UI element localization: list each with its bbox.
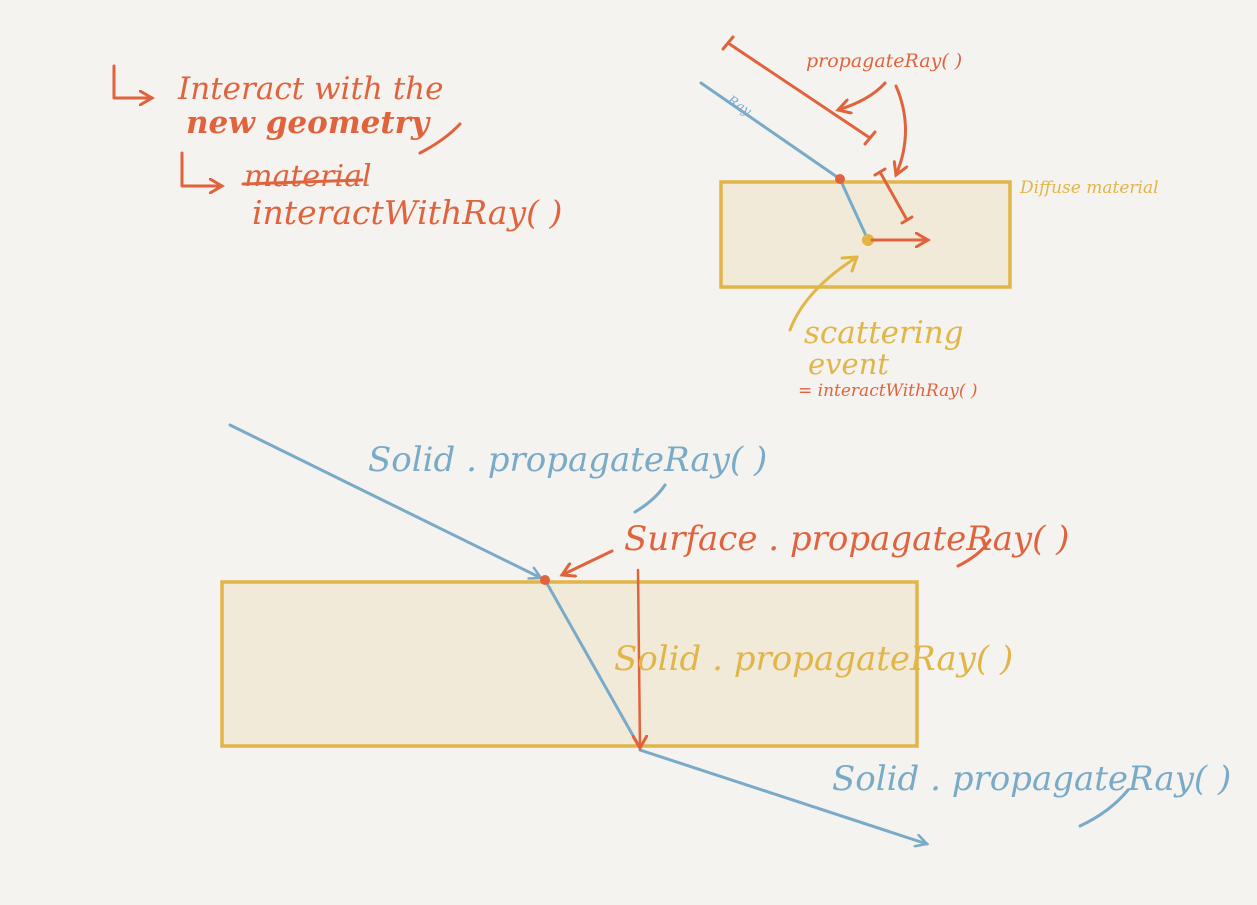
inside-propagate-label: Solid . propagateRay( ) — [614, 639, 1014, 679]
interact-with-ray-label: = interactWithRay( ) — [798, 381, 978, 401]
scattering-point — [862, 234, 874, 246]
scattering-label: scattering — [804, 315, 964, 351]
outgoing-label-underline — [1078, 788, 1130, 828]
note-interact: Interact with the — [178, 71, 444, 107]
refracted-ray — [543, 578, 642, 750]
note-interact-with-ray: interactWithRay( ) — [252, 193, 563, 232]
scatter-pointer-head — [840, 255, 859, 273]
surface-propagate-label: Surface . propagateRay( ) — [624, 519, 1070, 559]
propagate-pointer-right — [896, 84, 906, 175]
strike-through-line — [241, 178, 364, 186]
propagate-interval-short — [873, 167, 914, 225]
note-material: material — [244, 159, 372, 194]
note-new-geometry: new geometry — [186, 105, 430, 141]
surface-pointer-arrow — [562, 549, 614, 575]
step-length-arrow — [638, 568, 640, 748]
outgoing-propagate-label: Solid . propagateRay( ) — [832, 759, 1232, 799]
surface-label-underline — [956, 538, 992, 568]
outgoing-ray-bottom — [638, 748, 927, 844]
surface-hit-point-bottom — [540, 575, 550, 585]
diffuse-material-label: Diffuse material — [1020, 178, 1159, 198]
scatter-pointer — [788, 255, 859, 332]
propagate-pointer-left — [838, 81, 887, 110]
solid-block — [220, 580, 919, 748]
incoming-ray-bottom — [228, 423, 541, 578]
incoming-label-underline — [633, 483, 667, 514]
event-label: event — [808, 347, 890, 381]
incoming-propagate-label: Solid . propagateRay( ) — [368, 440, 768, 480]
geometry-underline — [418, 122, 462, 155]
notes-arrow-2 — [180, 151, 222, 186]
propagate-label: propagateRay( ) — [806, 50, 963, 72]
propagate-interval-long — [721, 35, 877, 146]
notes-arrow-1 — [112, 64, 152, 98]
surface-hit-point-top — [835, 174, 845, 184]
